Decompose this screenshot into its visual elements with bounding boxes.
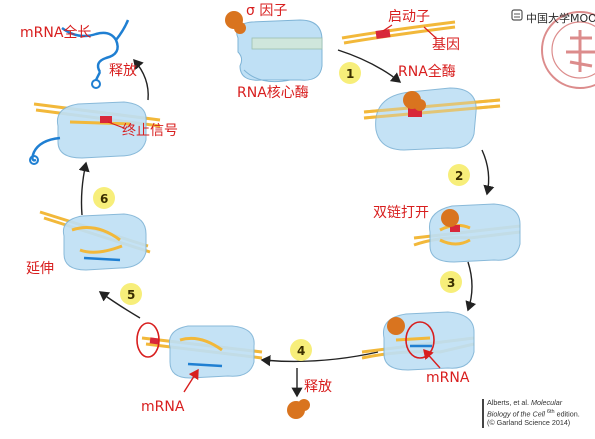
citation-line3: (© Garland Science 2014)	[487, 418, 571, 428]
mrna-pointer-step3	[423, 348, 441, 369]
open-complex	[413, 203, 521, 263]
label-full-mrna: mRNA全长	[20, 25, 92, 41]
label-elongation: 延伸	[26, 261, 54, 277]
mooc-logo-icon	[511, 9, 523, 21]
arrow-step5	[98, 291, 141, 319]
step-4: 4	[290, 339, 312, 361]
arrow-release-mrna	[133, 58, 149, 101]
termination-pointer	[107, 121, 125, 129]
arrow-step4	[260, 351, 379, 367]
mrna-pointer-step4	[183, 368, 199, 393]
step-1: 1	[339, 62, 361, 84]
step-6: 6	[93, 187, 115, 209]
free-dna	[341, 20, 456, 45]
label-termination: 终止信号	[122, 123, 178, 139]
label-promoter: 启动子	[388, 9, 430, 25]
svg-text:5: 5	[127, 288, 135, 302]
label-unwinding: 双链打开	[373, 205, 429, 221]
hairpin-rna	[31, 136, 61, 162]
arrow-step6	[78, 161, 90, 216]
holoenzyme-complex	[363, 87, 501, 151]
citation-line2: Biology of the Cell 6th edition.	[487, 408, 580, 418]
gene-pointer	[423, 26, 437, 39]
university-seal-icon	[541, 11, 595, 89]
elongation-complex-bottom	[136, 322, 263, 393]
promoter-pointer	[382, 24, 393, 32]
label-holoenzyme: RNA全酶	[398, 64, 456, 80]
label-sigma-factor: σ 因子	[246, 3, 288, 19]
core-enzyme	[225, 11, 323, 83]
mooc-logo-text: 中国大学MOOC	[526, 12, 595, 25]
label-release-sigma: 释放	[304, 379, 332, 395]
svg-text:3: 3	[447, 276, 455, 290]
arrow-step2	[481, 149, 495, 196]
label-core-enzyme: RNA核心酶	[237, 85, 309, 101]
svg-text:1: 1	[346, 67, 354, 81]
step-3: 3	[440, 271, 462, 293]
full-length-mrna	[61, 19, 130, 89]
step-2: 2	[448, 164, 470, 186]
arrow-step3	[465, 261, 477, 312]
citation-bar	[482, 399, 484, 428]
cycle-arrows	[78, 49, 495, 398]
label-gene: 基因	[432, 37, 460, 53]
svg-text:6: 6	[100, 192, 108, 206]
label-release-mrna: 释放	[109, 63, 137, 79]
promoter-highlight-circle	[136, 322, 160, 358]
mrna-highlight-circle	[405, 321, 435, 359]
svg-text:4: 4	[297, 344, 305, 358]
citation: Alberts, et al. Molecular Biology of the…	[482, 398, 593, 428]
arrow-step1	[337, 49, 402, 83]
label-mrna-step4: mRNA	[141, 399, 185, 415]
termination-complex	[29, 101, 161, 165]
step-markers: 1 2 3 4 5 6	[93, 62, 470, 361]
svg-text:2: 2	[455, 169, 463, 183]
step-5: 5	[120, 283, 142, 305]
initiation-complex	[361, 311, 475, 371]
label-mrna-step3: mRNA	[426, 370, 470, 386]
elongation-complex-left	[39, 210, 151, 271]
released-sigma	[287, 399, 310, 419]
citation-line1: Alberts, et al. Molecular	[487, 398, 563, 407]
